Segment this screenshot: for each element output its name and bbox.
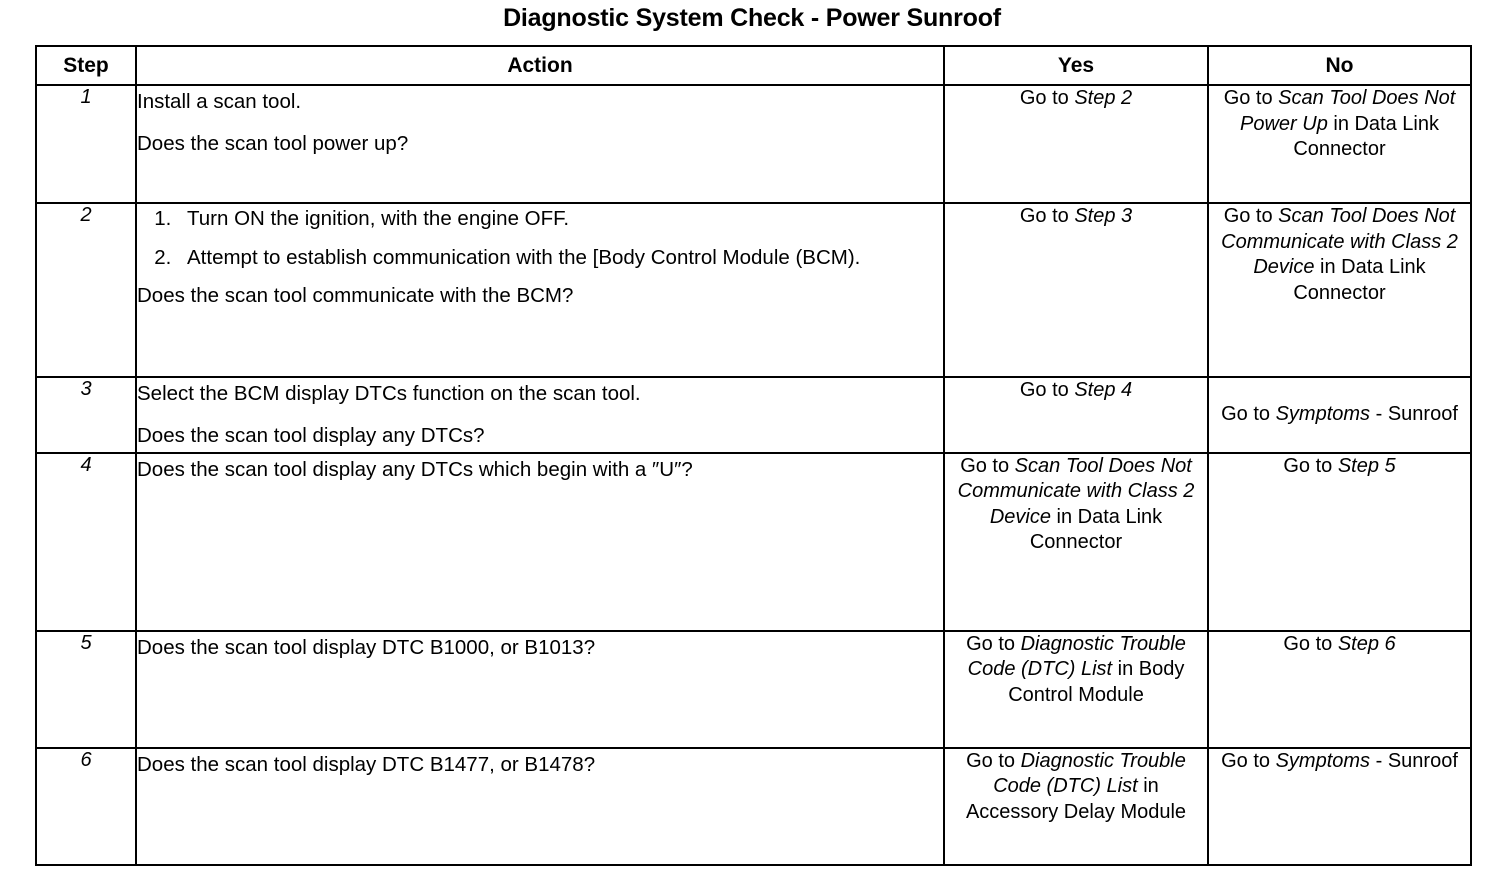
action-cell: Does the scan tool display DTC B1000, or…: [135, 629, 945, 749]
action-cell: Does the scan tool display any DTCs whic…: [135, 451, 945, 632]
no-text-plain: Go to: [1283, 632, 1338, 655]
action-line: Select the BCM display DTCs function on …: [137, 382, 641, 405]
yes-text-italic: Step 4: [1074, 379, 1133, 401]
action-line: Install a scan tool.: [137, 90, 302, 113]
action-cell: Does the scan tool display DTC B1477, or…: [135, 746, 945, 866]
action-line: Does the scan tool display DTC B1000, or…: [137, 635, 596, 659]
column-header-no: No: [1207, 45, 1472, 86]
no-cell: Go to Step 6: [1207, 629, 1472, 749]
step-number: 6: [35, 746, 137, 866]
yes-text-plain: Go to: [1019, 379, 1075, 401]
diagnostic-system-check-table: Step Action Yes No 1 Install a scan tool…: [35, 45, 1472, 866]
no-text-italic: Step 5: [1337, 454, 1396, 477]
step-number: 2: [35, 202, 137, 378]
yes-text-plain-tail: in Data Link Connector: [1029, 505, 1163, 554]
table-row: 3 Select the BCM display DTCs function o…: [35, 376, 1472, 454]
list-item: Attempt to establish communication with …: [177, 243, 943, 274]
yes-text-italic: Diagnostic Trouble Code (DTC) List: [993, 749, 1186, 798]
no-cell: Go to Scan Tool Does Not Communicate wit…: [1207, 202, 1472, 378]
no-text-italic: Scan Tool Does Not Communicate with Clas…: [1221, 205, 1458, 279]
action-cell: Install a scan tool. Does the scan tool …: [135, 84, 945, 204]
yes-text-plain: Go to: [966, 632, 1021, 655]
page-title: Diagnostic System Check - Power Sunroof: [503, 4, 1001, 32]
yes-cell: Go to Step 3: [943, 202, 1209, 378]
yes-text-italic: Scan Tool Does Not Communicate with Clas…: [957, 454, 1195, 528]
action-line: Does the scan tool communicate with the …: [137, 283, 574, 307]
yes-text-plain: Go to: [966, 749, 1021, 772]
action-line: Does the scan tool power up?: [137, 131, 409, 155]
action-cell: Select the BCM display DTCs function on …: [135, 376, 945, 454]
step-number: 5: [35, 629, 137, 749]
no-text-plain: Go to: [1221, 749, 1276, 772]
step-number: 3: [35, 376, 137, 454]
yes-cell: Go to Diagnostic Trouble Code (DTC) List…: [943, 746, 1209, 866]
yes-text-plain: Go to: [960, 454, 1015, 477]
step-number: 4: [35, 451, 137, 632]
no-text-italic: Step 6: [1337, 632, 1396, 655]
list-item: Turn ON the ignition, with the engine OF…: [177, 204, 943, 235]
table-row: 6 Does the scan tool display DTC B1477, …: [35, 746, 1472, 866]
yes-text-plain-tail: in Body Control Module: [1008, 658, 1185, 706]
step-number: 1: [35, 84, 137, 204]
action-line: Does the scan tool display any DTCs?: [137, 423, 485, 447]
yes-text-plain-tail: in Accessory Delay Module: [965, 775, 1187, 823]
no-text-plain: Go to: [1223, 205, 1279, 227]
no-text-plain: Go to: [1283, 454, 1338, 477]
column-header-yes: Yes: [943, 45, 1209, 86]
yes-text-italic: Step 3: [1074, 205, 1133, 227]
no-text-italic: Symptoms: [1275, 749, 1371, 772]
action-cell: Turn ON the ignition, with the engine OF…: [135, 202, 945, 378]
no-text-plain-tail: - Sunroof: [1370, 402, 1458, 425]
no-text-plain-tail: in Data Link Connector: [1293, 112, 1439, 161]
yes-cell: Go to Diagnostic Trouble Code (DTC) List…: [943, 629, 1209, 749]
no-cell: Go to Step 5: [1207, 451, 1472, 632]
yes-text-italic: Diagnostic Trouble Code (DTC) List: [967, 632, 1186, 681]
column-header-action: Action: [135, 45, 945, 86]
action-line: Does the scan tool display DTC B1477, or…: [137, 752, 596, 776]
no-text-plain: Go to: [1221, 402, 1276, 425]
no-cell: Go to Scan Tool Does Not Power Up in Dat…: [1207, 84, 1472, 204]
yes-text-plain: Go to: [1019, 205, 1075, 227]
no-cell: Go to Symptoms - Sunroof: [1207, 746, 1472, 866]
yes-text-italic: Step 2: [1074, 87, 1133, 109]
no-text-italic: Scan Tool Does Not Power Up: [1240, 87, 1456, 135]
no-cell: Go to Symptoms - Sunroof: [1207, 376, 1472, 454]
no-text-plain: Go to: [1223, 87, 1279, 109]
no-text-italic: Symptoms: [1275, 402, 1371, 425]
column-header-step: Step: [35, 45, 137, 86]
table-header-row: Step Action Yes No: [35, 45, 1472, 86]
yes-cell: Go to Scan Tool Does Not Communicate wit…: [943, 451, 1209, 632]
table-row: 4 Does the scan tool display any DTCs wh…: [35, 451, 1472, 632]
table-row: 1 Install a scan tool. Does the scan too…: [35, 84, 1472, 204]
no-text-plain-tail: - Sunroof: [1370, 749, 1458, 772]
action-ordered-list: Turn ON the ignition, with the engine OF…: [139, 204, 943, 274]
yes-text-plain: Go to: [1019, 87, 1075, 109]
table-row: 2 Turn ON the ignition, with the engine …: [35, 202, 1472, 378]
yes-cell: Go to Step 4: [943, 376, 1209, 454]
yes-cell: Go to Step 2: [943, 84, 1209, 204]
action-line: Does the scan tool display any DTCs whic…: [137, 457, 693, 481]
table-row: 5 Does the scan tool display DTC B1000, …: [35, 629, 1472, 749]
no-text-plain-tail: in Data Link Connector: [1293, 256, 1426, 304]
